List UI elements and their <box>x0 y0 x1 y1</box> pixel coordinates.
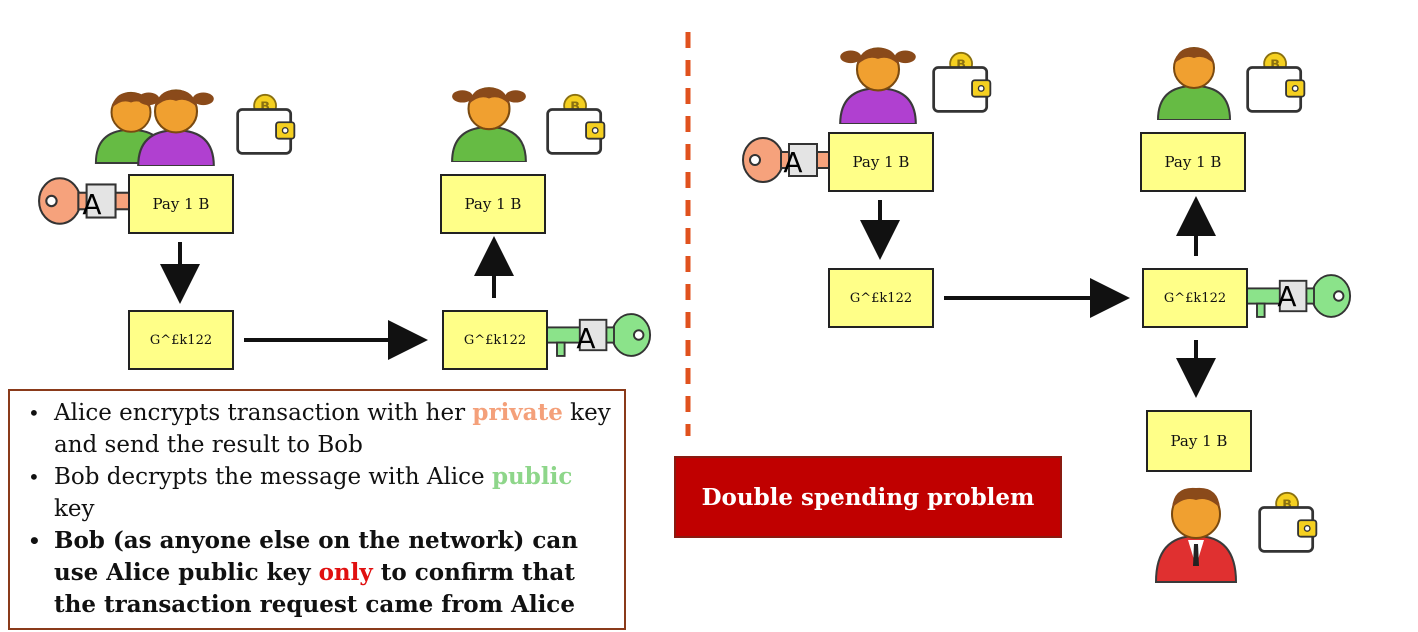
message-plain-box: Pay 1 B <box>128 174 234 234</box>
received-plain-box: Pay 1 B <box>440 174 546 234</box>
explanation-list: Alice encrypts transaction with her priv… <box>24 397 614 621</box>
received-cipher-box-2: G^£k122 <box>1142 268 1248 328</box>
message-cipher-box: G^£k122 <box>128 310 234 370</box>
highlight-private: private <box>472 399 563 426</box>
key-letter-public: A <box>576 322 595 355</box>
key-letter-private-2: A <box>783 146 802 179</box>
key-letter-public-2: A <box>1277 280 1296 313</box>
wallet-icon <box>236 93 296 155</box>
key-letter-private: A <box>82 188 101 221</box>
wallet-icon-4 <box>1246 51 1306 113</box>
wallet-icon-5 <box>1258 491 1318 553</box>
alice-avatar-icon-2 <box>839 47 917 124</box>
message-cipher-box-2: G^£k122 <box>828 268 934 328</box>
note-item: Bob decrypts the message with Alice publ… <box>28 461 614 525</box>
wallet-icon-2 <box>546 93 606 155</box>
businessman-icon <box>1154 487 1238 583</box>
note-item: Alice encrypts transaction with her priv… <box>28 397 614 461</box>
message-plain-box-2: Pay 1 B <box>828 132 934 192</box>
explanation-panel: Alice encrypts transaction with her priv… <box>8 389 626 630</box>
output-top-box: Pay 1 B <box>1140 132 1246 192</box>
highlight-only: only <box>318 559 373 586</box>
alice-avatar-icon <box>137 89 215 166</box>
output-bottom-box: Pay 1 B <box>1146 410 1252 472</box>
wallet-icon-3 <box>932 51 992 113</box>
bob-avatar-icon-2 <box>1156 46 1232 120</box>
public-key-icon <box>540 313 652 357</box>
double-spending-banner: Double spending problem <box>674 456 1062 538</box>
received-cipher-box: G^£k122 <box>442 310 548 370</box>
highlight-public: public <box>491 463 573 490</box>
note-item: Bob (as anyone else on the network) can … <box>28 525 614 621</box>
receiver-avatar-icon <box>451 86 527 162</box>
